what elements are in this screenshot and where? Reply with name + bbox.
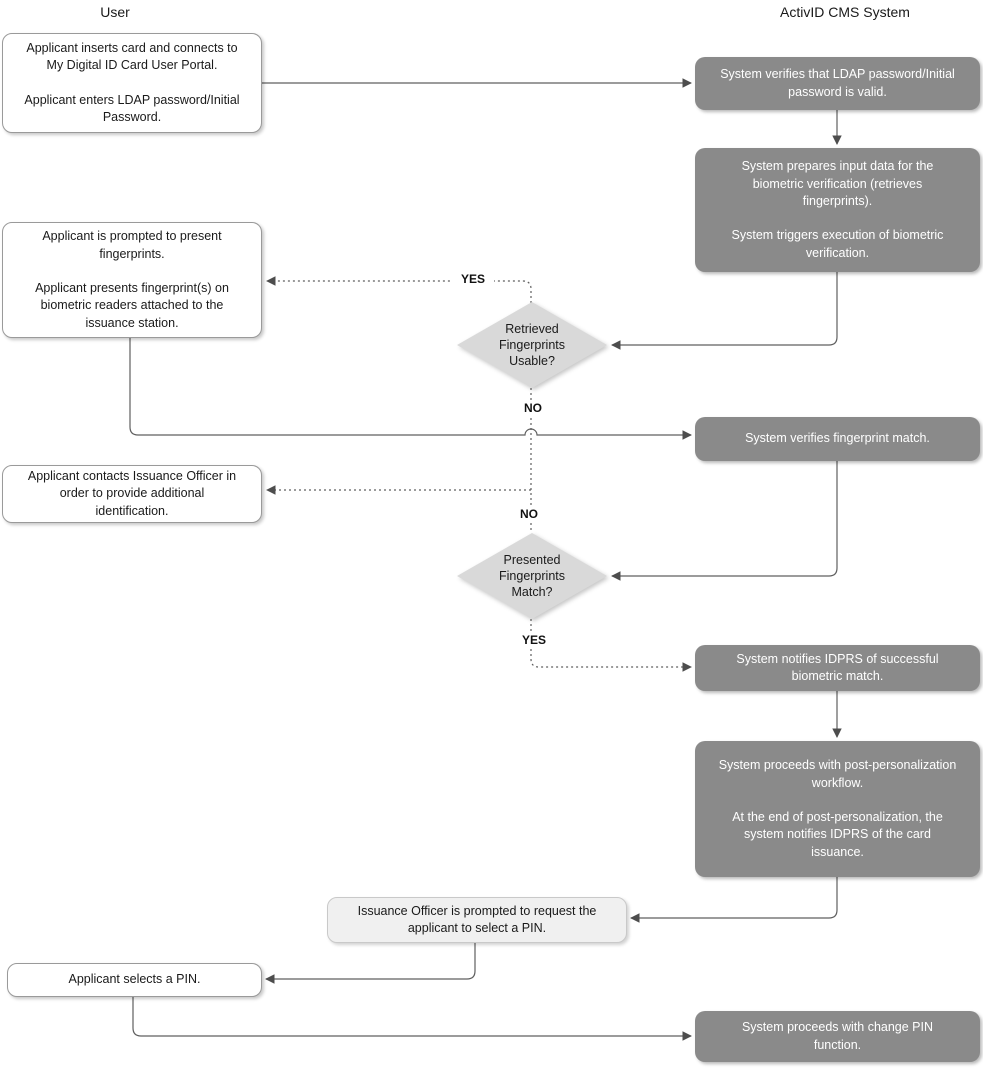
connector-usable-yes-to-present: [266, 276, 532, 303]
lane-title-system: ActivID CMS System: [780, 4, 910, 20]
node-officer-prompt-pin-text: Issuance Officer is prompted to request …: [357, 903, 597, 935]
node-user-select-pin: Applicant selects a PIN.: [7, 963, 262, 997]
decision-fingerprints-usable-text: Retrieved Fingerprints Usable?: [499, 321, 565, 369]
node-system-post-personalization-text: System proceeds with post-personalizatio…: [718, 758, 957, 859]
decision-fingerprints-usable-shape: Retrieved Fingerprints Usable?: [457, 302, 607, 388]
branch-label-match-no: NO: [511, 507, 547, 521]
node-user-select-pin-text: Applicant selects a PIN.: [68, 972, 201, 987]
branch-label-match-yes: YES: [513, 633, 555, 647]
decision-fingerprints-match-shape: Presented Fingerprints Match?: [457, 533, 607, 619]
connector-selectpin-to-changepin: [132, 997, 692, 1041]
node-user-login: Applicant inserts card and connects to M…: [2, 33, 262, 133]
node-user-present-fingerprints: Applicant is prompted to present fingerp…: [2, 222, 262, 338]
node-system-prepare-biometric: System prepares input data for the biome…: [695, 148, 980, 272]
node-system-change-pin-text: System proceeds with change PIN function…: [741, 1020, 934, 1052]
node-system-prepare-biometric-text: System prepares input data for the biome…: [731, 159, 944, 260]
decision-fingerprints-usable: Retrieved Fingerprints Usable?: [457, 302, 607, 388]
connector-postperso-to-officer: [630, 877, 838, 923]
node-user-login-text: Applicant inserts card and connects to M…: [24, 40, 240, 124]
lane-title-user: User: [100, 4, 130, 20]
node-system-verify-password: System verifies that LDAP password/Initi…: [695, 57, 980, 110]
node-system-verify-password-text: System verifies that LDAP password/Initi…: [720, 67, 955, 99]
node-user-contact-officer-text: Applicant contacts Issuance Officer in o…: [27, 469, 237, 518]
node-officer-prompt-pin: Issuance Officer is prompted to request …: [327, 897, 627, 943]
node-system-verify-match-text: System verifies fingerprint match.: [745, 431, 930, 446]
node-system-change-pin: System proceeds with change PIN function…: [695, 1011, 980, 1062]
connector-verifymatch-to-match: [611, 461, 838, 581]
node-system-notify-idprs: System notifies IDPRS of successful biom…: [695, 645, 980, 691]
decision-fingerprints-match: Presented Fingerprints Match?: [457, 533, 607, 619]
node-system-notify-idprs-text: System notifies IDPRS of successful biom…: [736, 651, 939, 683]
connector-present-to-verifymatch: [129, 338, 692, 440]
node-system-verify-match: System verifies fingerprint match.: [695, 417, 980, 461]
decision-fingerprints-match-text: Presented Fingerprints Match?: [499, 552, 565, 600]
connector-match-yes-to-notify: [530, 619, 692, 672]
connector-officer-to-selectpin: [265, 943, 476, 984]
node-system-post-personalization: System proceeds with post-personalizatio…: [695, 741, 980, 877]
branch-label-usable-yes: YES: [452, 272, 494, 286]
node-user-present-fingerprints-text: Applicant is prompted to present fingerp…: [35, 229, 229, 330]
branch-label-usable-no: NO: [515, 401, 551, 415]
node-user-contact-officer: Applicant contacts Issuance Officer in o…: [2, 465, 262, 523]
connector-prepare-to-usable: [611, 272, 838, 350]
